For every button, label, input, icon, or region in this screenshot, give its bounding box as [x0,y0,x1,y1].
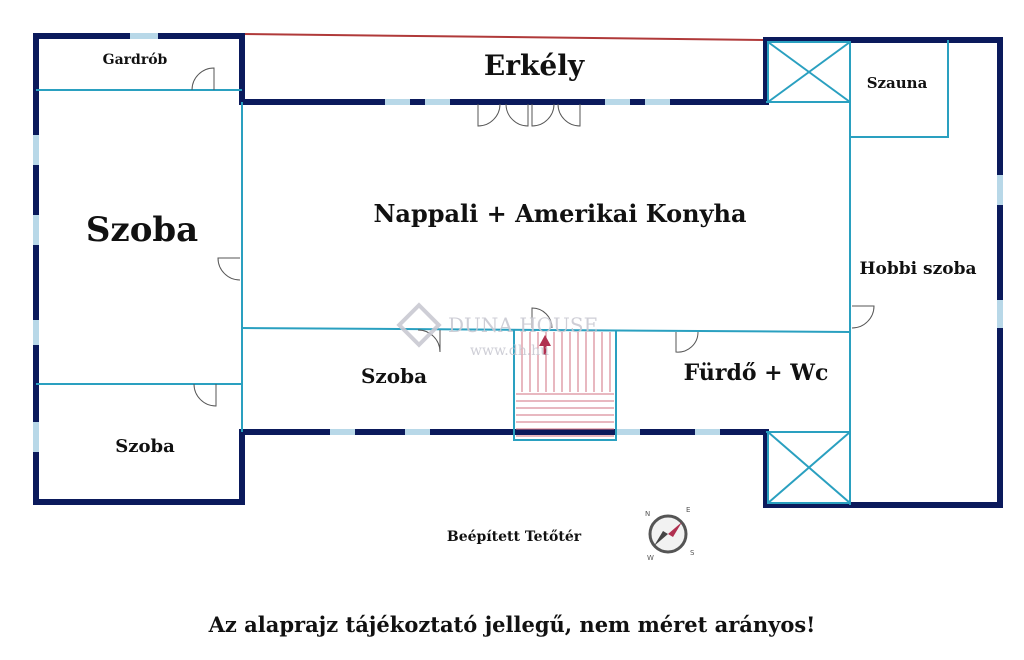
room-szauna: Szauna [867,74,928,92]
staircase [516,332,614,437]
disclaimer-note: Az alaprajz tájékoztató jellegű, nem mér… [208,612,816,637]
watermark: DUNA HOUSE www.dh.hu [396,302,598,359]
room-erkely: Erkély [484,49,585,82]
compass-e: E [686,506,690,514]
room-gardrob: Gardrób [103,52,168,68]
outer-walls [33,33,1003,508]
compass-s: S [690,549,695,557]
balcony-railing [241,33,767,41]
compass-n: N [645,510,650,518]
windows [33,33,1003,452]
room-szoba-middle: Szoba [361,364,427,388]
watermark-brand: DUNA HOUSE [448,313,598,337]
room-szoba-small: Szoba [115,436,175,457]
shaft-top [767,41,851,103]
room-hobbi: Hobbi szoba [859,259,976,279]
room-nappali: Nappali + Amerikai Konyha [373,199,746,228]
shaft-bottom [767,431,851,504]
watermark-url: www.dh.hu [470,343,549,359]
room-szoba-large: Szoba [86,210,198,250]
watermark-logo [396,302,442,348]
stair-arrow [539,335,551,346]
compass-w: W [647,554,654,562]
room-furdo: Fürdő + Wc [684,360,829,386]
compass-icon: N E S W [645,506,695,562]
floor-label: Beépített Tetőtér [447,529,582,545]
doors [191,67,875,407]
